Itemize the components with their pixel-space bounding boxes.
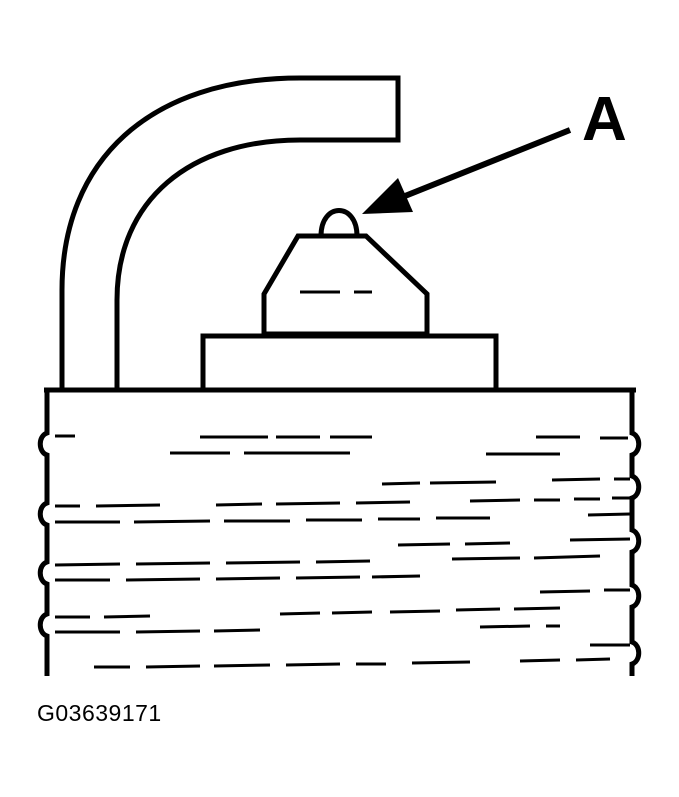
center-electrode-tip	[318, 208, 360, 237]
figure-id: G03639171	[37, 700, 162, 726]
shell-left-side	[37, 390, 50, 676]
callout-label-a: A	[582, 85, 627, 154]
shell-right-side	[629, 390, 642, 676]
insulator-base	[200, 333, 499, 388]
ground-electrode	[59, 75, 401, 388]
insulator-cone	[261, 233, 430, 337]
thread-lines	[54, 434, 631, 669]
callout-arrow	[362, 127, 572, 214]
